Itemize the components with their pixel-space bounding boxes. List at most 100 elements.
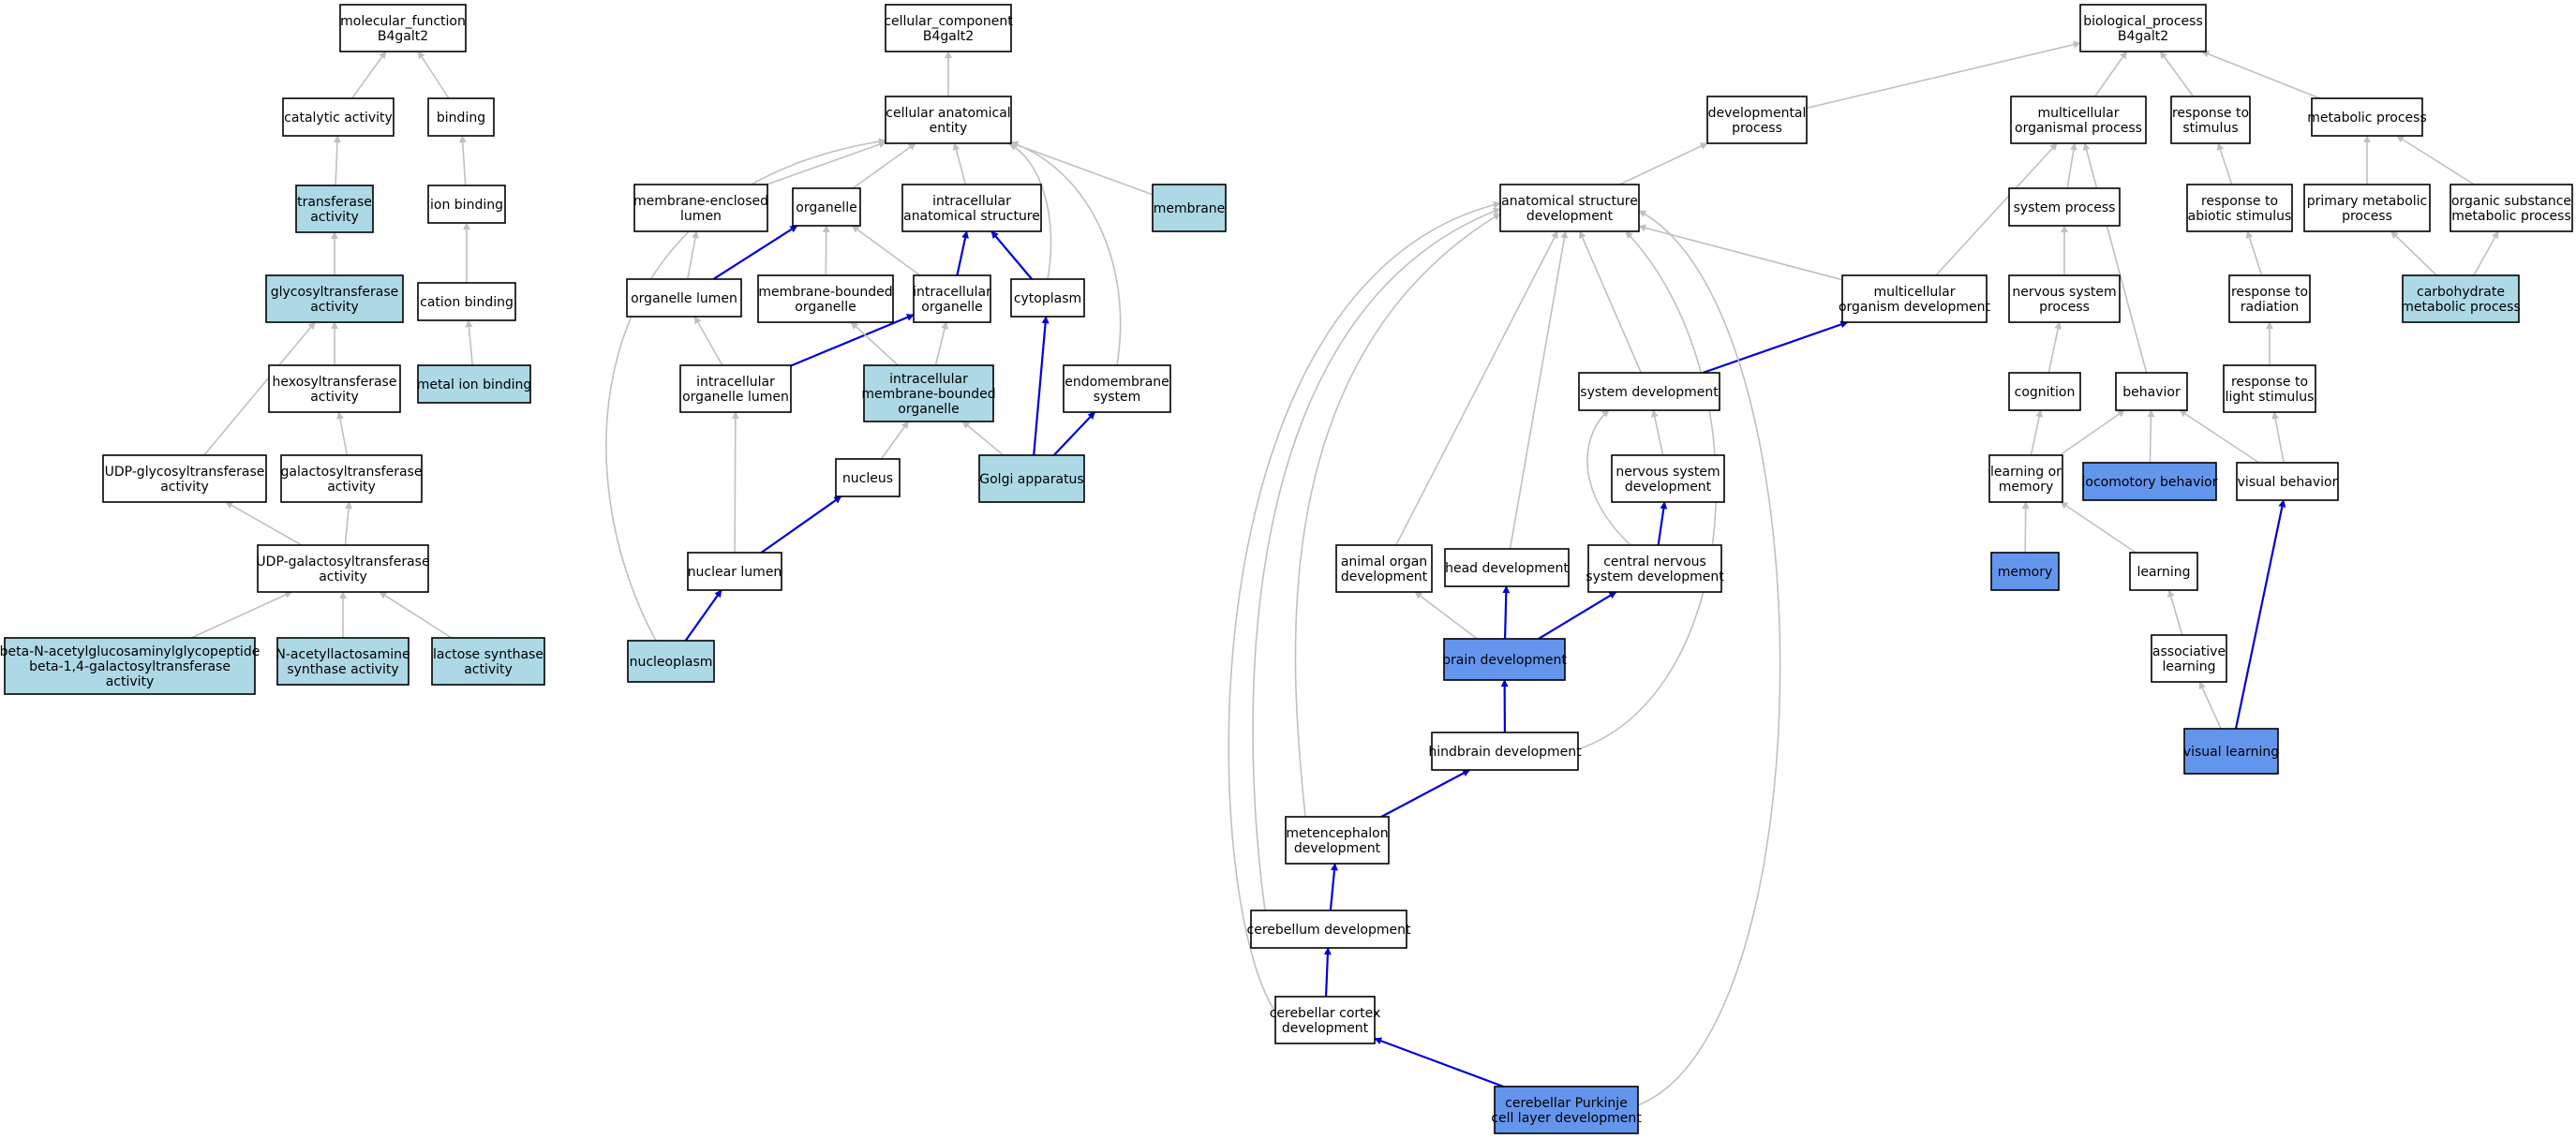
node-box xyxy=(1250,910,1407,949)
edge-imbo-to-mbo xyxy=(850,321,899,366)
edge-behavior-to-mop xyxy=(2082,142,2148,374)
node-label-line: activity xyxy=(319,570,367,584)
node-label-line: lumen xyxy=(680,209,722,224)
node-system-process: system process xyxy=(2008,187,2121,227)
node-label-line: visual learning xyxy=(2183,745,2279,760)
node-head-dev: head development xyxy=(1444,548,1570,587)
edge-transferase-to-catalytic xyxy=(333,135,341,186)
node-box xyxy=(757,274,894,323)
node-box xyxy=(2186,184,2293,232)
node-memory: memory xyxy=(1990,552,2060,591)
node-box xyxy=(626,278,742,318)
node-label-line: metabolic process xyxy=(2307,111,2427,126)
node-box xyxy=(627,640,715,683)
node-box xyxy=(265,274,404,323)
node-label-line: organelle lumen xyxy=(631,291,737,306)
edge-nuclear_lumen-to-iol xyxy=(731,411,739,554)
node-box xyxy=(417,364,531,404)
edge-metencephalon-to-asd xyxy=(1294,213,1501,818)
node-label-line: organismal process xyxy=(2015,121,2142,136)
node-label-line: carbohydrate xyxy=(2417,285,2505,300)
node-box xyxy=(2183,728,2279,775)
node-box xyxy=(1611,454,1725,503)
node-box xyxy=(1431,732,1579,771)
node-box xyxy=(295,185,374,233)
node-label-line: B4galt2 xyxy=(378,29,428,44)
edge-visual_behavior-to-rtls xyxy=(2271,411,2285,464)
node-box xyxy=(1010,278,1085,318)
edge-system_process-to-mop xyxy=(2066,142,2077,189)
node-label-line: cytoplasm xyxy=(1014,291,1081,306)
node-hindbrain: hindbrain development xyxy=(1428,732,1582,771)
node-label-line: Golgi apparatus xyxy=(979,472,1083,487)
node-system-dev: system development xyxy=(1578,372,1720,411)
node-label-line: development xyxy=(1294,841,1381,856)
node-box xyxy=(2228,274,2311,323)
edge-iol-to-io xyxy=(790,314,915,367)
edge-rtas-to-rts xyxy=(2216,142,2233,185)
edge-memory-to-lom xyxy=(2021,501,2030,554)
node-box xyxy=(276,637,409,686)
node-label-line: activity xyxy=(106,674,155,689)
node-label-line: response to xyxy=(2201,194,2278,209)
node-box xyxy=(1988,454,2063,503)
node-box xyxy=(2311,97,2423,137)
node-label-line: cellular anatomical xyxy=(886,106,1010,121)
node-box xyxy=(633,184,768,232)
node-box xyxy=(835,458,901,497)
node-label-line: lactose synthase xyxy=(433,647,543,662)
edge-rts-to-bp_root xyxy=(2159,51,2195,97)
node-label-line: B4galt2 xyxy=(923,29,974,44)
node-label-line: membrane-bounded xyxy=(758,285,892,300)
node-box xyxy=(280,454,423,503)
node-box xyxy=(2010,96,2147,144)
node-label-line: organelle xyxy=(796,200,856,215)
edge-cytoplasm-to-cae xyxy=(1008,143,1052,280)
node-label-line: stimulus xyxy=(2182,121,2238,136)
node-label-line: learning or xyxy=(1990,465,2062,480)
edge-organelle_lumen-to-organelle xyxy=(712,225,798,280)
edge-aod-to-asd xyxy=(1395,230,1558,546)
node-catalytic: catalytic activity xyxy=(282,97,395,137)
node-label-line: anatomical structure xyxy=(903,209,1040,224)
node-box xyxy=(2008,274,2121,323)
node-label-line: nucleoplasm xyxy=(630,655,713,670)
edge-hindbrain-to-asd xyxy=(1577,230,1718,750)
node-box xyxy=(792,187,861,227)
node-box xyxy=(901,184,1042,232)
node-box xyxy=(268,364,401,413)
node-cation-binding: cation binding xyxy=(417,282,516,321)
node-visual-behavior: visual behavior xyxy=(2236,462,2339,501)
node-label-line: synthase activity xyxy=(287,662,398,677)
node-label-line: central nervous xyxy=(1603,555,1706,570)
node-box xyxy=(978,454,1085,503)
node-label-line: ion binding xyxy=(430,198,503,213)
node-label-line: nervous system xyxy=(1616,465,1720,480)
node-box xyxy=(1443,638,1566,681)
node-box xyxy=(2082,462,2217,501)
node-label-line: developmental xyxy=(1708,106,1807,121)
node-box xyxy=(1499,184,1640,232)
node-label-line: development xyxy=(1341,570,1428,584)
node-label-line: metencephalon xyxy=(1286,826,1388,841)
node-label-line: intracellular xyxy=(696,375,775,390)
edge-cerebellar_cortex-to-asd xyxy=(1228,200,1501,1013)
node-label-line: organelle xyxy=(921,300,982,315)
edge-mod-to-asd xyxy=(1638,224,1843,281)
node-label-line: development xyxy=(1526,209,1614,224)
